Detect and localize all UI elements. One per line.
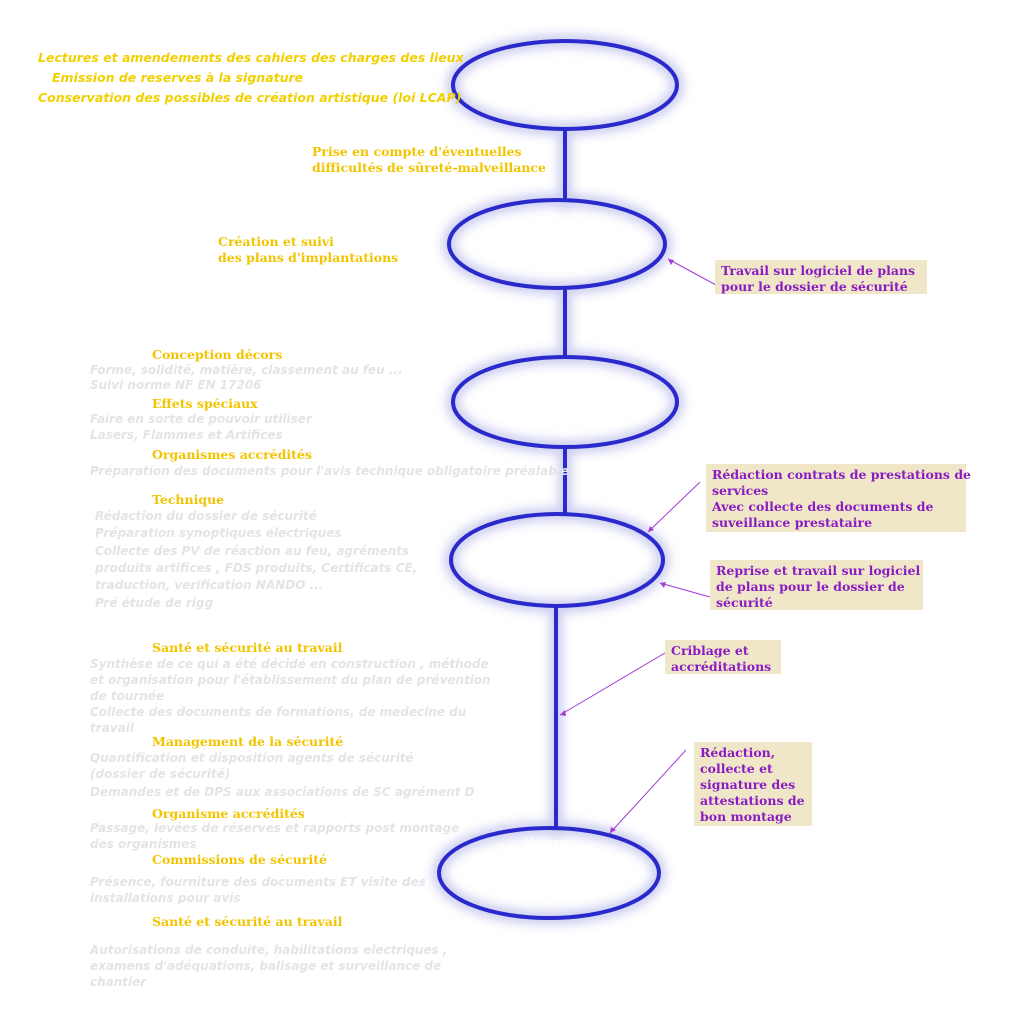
callout-pointer-1 [667,258,717,286]
group-line: chantier [90,975,147,989]
top-note-3: Conservation des possibles de création a… [38,90,462,105]
group-heading-sante-securite-1: Santé et sécurité au travail [152,640,343,655]
callout-line: Reprise et travail sur logiciel [716,563,921,578]
callout-pointer-4 [559,649,671,716]
group-line: Présence, fourniture des documents ET vi… [90,875,426,889]
callout-line: sécurité [716,595,773,610]
group-line: Synthèse de ce qui a été décidé en const… [90,657,489,671]
callout-criblage: Criblage et accréditations [665,640,781,674]
callout-line: collecte et [700,761,773,776]
group-line: travail [90,721,134,735]
callout-contrats-prestations: Rédaction contrats de prestations de ser… [706,464,972,532]
group-line: des organismes [90,837,197,851]
callout-pointer-5 [609,749,687,834]
top-note-2: Emission de reserves à la signature [52,70,304,85]
callout-line: de plans pour le dossier de [716,579,905,594]
group-heading-effets-speciaux: Effets spéciaux [152,396,258,411]
callout-line: attestations de [700,793,805,808]
stage-ellipse-3 [451,355,679,449]
group-line: Collecte des documents de formations, de… [90,705,467,719]
stage3-note-line-1: Création et suivi [218,234,334,249]
group-line: Demandes et de DPS aux associations de S… [90,785,475,799]
callout-line: services [712,483,769,498]
callout-line: Rédaction, [700,745,776,760]
callout-line: bon montage [700,809,792,824]
callout-reprise-logiciel: Reprise et travail sur logiciel de plans… [710,560,923,610]
stage3-note-line-2: des plans d'implantations [218,250,399,265]
callout-line: Travail sur logiciel de plans [721,263,916,278]
group-line: Préparation des documents pour l'avis te… [90,464,569,478]
group-line: Rédaction du dossier de sécurité [95,509,317,523]
callout-line: Avec collecte des documents de [712,499,934,514]
group-line: et organisation pour l'établissement du … [90,673,491,687]
group-line: Pré étude de rigg [95,596,214,610]
group-line: produits artifices , FDS produits, Certi… [95,561,418,575]
callout-logiciel-plans: Travail sur logiciel de plans pour le do… [715,260,927,294]
group-heading-organismes-accredites: Organismes accrédités [152,447,312,462]
group-line: Collecte des PV de réaction au feu, agré… [95,544,410,558]
callout-pointer-2 [647,481,701,533]
callout-line: signature des [700,777,796,792]
group-line: installations pour avis [90,891,241,905]
stage2-note-line-1: Prise en compte d'éventuelles [312,144,522,159]
stage-ellipse-4 [449,512,665,608]
group-line: Suivi norme NF EN 17206 [90,378,262,392]
group-heading-conception-decors: Conception décors [152,347,283,362]
group-heading-sante-securite-2: Santé et sécurité au travail [152,914,343,929]
callout-line: accréditations [671,659,772,674]
group-line: (dossier de sécurité) [90,767,231,781]
group-line: Lasers, Flammes et Artifices [90,428,283,442]
group-line: Forme, solidité, matière, classement au … [90,363,403,377]
callout-line: suveillance prestataire [712,515,873,530]
stage2-note-line-2: difficultés de sûreté-malveillance [312,160,546,175]
group-line: examens d'adéquations, balisage et surve… [90,959,442,973]
stage-ellipse-5 [437,826,661,920]
callout-pointer-3 [659,582,711,598]
callout-line: Criblage et [671,643,749,658]
top-note-1: Lectures et amendements des cahiers des … [38,50,464,65]
callout-line: pour le dossier de sécurité [721,279,908,294]
stage-ellipse-1 [451,39,679,131]
group-line: de tournée [90,689,165,703]
group-line: Préparation synoptiques électriques [95,526,342,540]
stage-ellipse-2 [447,198,667,290]
group-heading-organisme-accredites: Organisme accrédités [152,806,305,821]
stage-label-montage: Montage [525,836,573,849]
group-heading-commissions-securite: Commissions de sécurité [152,852,327,867]
callout-line: Rédaction contrats de prestations de [712,467,972,482]
group-line: traduction, verification NANDO ... [95,578,324,592]
group-line: Passage, levées de réserves et rapports … [90,821,460,835]
group-line: Quantification et disposition agents de … [90,751,414,765]
group-line: Faire en sorte de pouvoir utiliser [90,412,312,426]
group-line: Autorisations de conduite, habilitations… [90,943,448,957]
group-heading-technique: Technique [152,492,225,507]
callout-attestations-montage: Rédaction, collecte et signature des att… [694,742,812,826]
group-heading-management-securite: Management de la sécurité [152,734,344,749]
